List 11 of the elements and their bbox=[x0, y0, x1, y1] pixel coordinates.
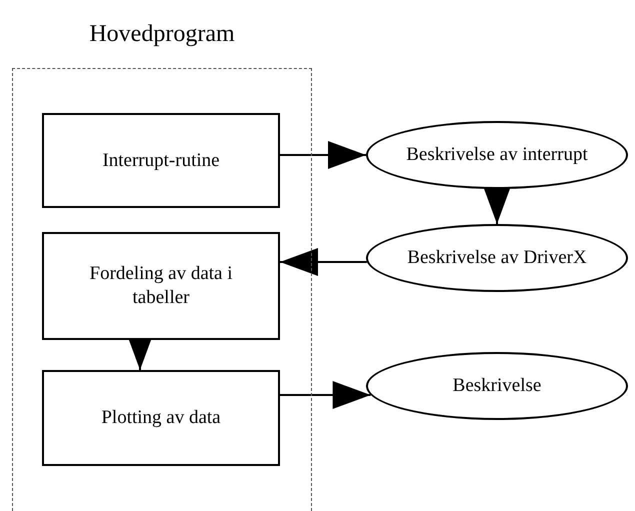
arrow bbox=[280, 248, 367, 276]
ellipse-node: Beskrivelse av interrupt bbox=[366, 121, 628, 189]
ellipse-node: Beskrivelse bbox=[366, 352, 628, 420]
process-box: Interrupt-rutine bbox=[42, 113, 280, 208]
group-heading: Hovedprogram bbox=[89, 20, 235, 49]
ellipse-node: Beskrivelse av DriverX bbox=[366, 224, 628, 292]
arrow bbox=[280, 141, 366, 169]
process-box: Plotting av data bbox=[42, 370, 280, 466]
process-box: Fordeling av data i tabeller bbox=[42, 232, 280, 340]
arrow bbox=[280, 381, 371, 409]
arrow bbox=[483, 186, 511, 224]
